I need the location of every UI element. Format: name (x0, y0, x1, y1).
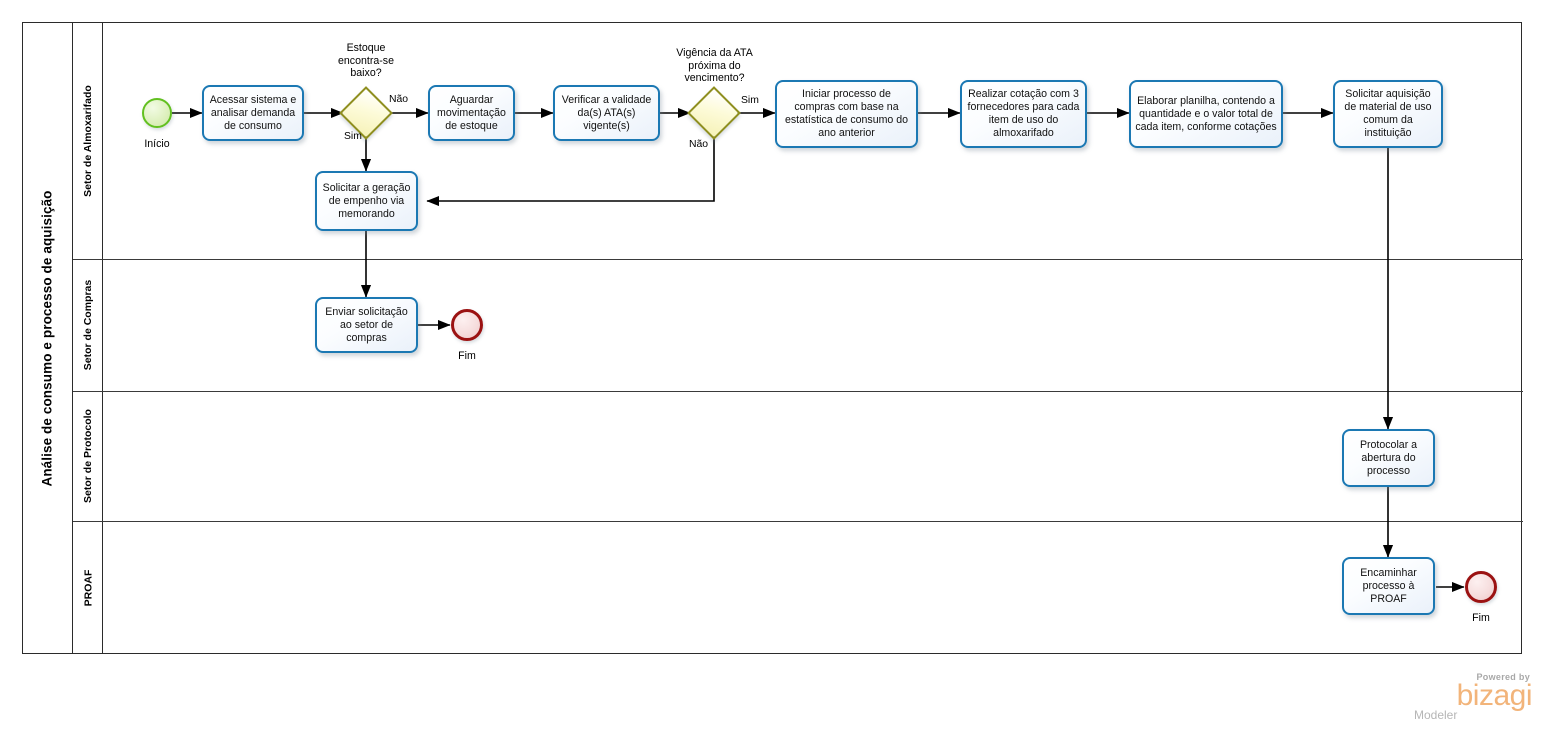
lane-label-text: Setor de Protocolo (82, 409, 94, 503)
task-label: Acessar sistema e analisar demanda de co… (209, 93, 297, 132)
task-aguardar-movimentacao[interactable]: Aguardar movimentação de estoque (428, 85, 515, 141)
task-encaminhar-proaf[interactable]: Encaminhar processo à PROAF (1342, 557, 1435, 615)
task-solicitar-geracao-empenho[interactable]: Solicitar a geração de empenho via memor… (315, 171, 418, 231)
task-label: Enviar solicitação ao setor de compras (325, 305, 408, 344)
bizagi-logo: Powered by bizagi Modeler (1412, 672, 1533, 730)
lane-divider-3 (73, 521, 1523, 522)
task-label: Iniciar processo de compras com base na … (784, 88, 909, 139)
task-label: Aguardar movimentação de estoque (437, 93, 506, 132)
end-event-compras-label: Fim (458, 350, 476, 362)
task-acessar-sistema[interactable]: Acessar sistema e analisar demanda de co… (202, 85, 304, 141)
task-label: Solicitar aquisição de material de uso c… (1344, 88, 1432, 139)
end-event-compras[interactable] (451, 309, 483, 341)
task-label: Encaminhar processo à PROAF (1360, 566, 1417, 605)
flow-label-estoque-nao: Não (389, 94, 409, 105)
task-protocolar-abertura[interactable]: Protocolar a abertura do processo (1342, 429, 1435, 487)
lane-label-text: Setor de Almoxarifado (82, 85, 95, 197)
flow-label-vigencia-nao: Não (689, 139, 709, 150)
gateway-estoque-baixo-label: Estoque encontra-se baixo? (338, 42, 394, 79)
task-label: Realizar cotação com 3 fornecedores para… (967, 88, 1080, 139)
task-solicitar-aquisicao[interactable]: Solicitar aquisição de material de uso c… (1333, 80, 1443, 148)
task-enviar-solicitacao-compras[interactable]: Enviar solicitação ao setor de compras (315, 297, 418, 353)
task-label: Elaborar planilha, contendo a quantidade… (1135, 94, 1277, 133)
gateway-vigencia-ata-label: Vigência da ATA próxima do vencimento? (676, 47, 753, 84)
lane-label-text: Setor de Compras (82, 279, 95, 371)
pool-title-column: Análise de consumo e processo de aquisiç… (23, 23, 73, 653)
pool-title: Análise de consumo e processo de aquisiç… (40, 189, 56, 487)
powered-by-text: Powered by (1476, 672, 1530, 682)
task-realizar-cotacao[interactable]: Realizar cotação com 3 fornecedores para… (960, 80, 1087, 148)
start-event-label: Início (144, 138, 170, 150)
task-elaborar-planilha[interactable]: Elaborar planilha, contendo a quantidade… (1129, 80, 1283, 148)
task-label: Verificar a validade da(s) ATA(s) vigent… (561, 93, 652, 132)
task-iniciar-processo-compras[interactable]: Iniciar processo de compras com base na … (775, 80, 918, 148)
flow-label-vigencia-sim: Sim (741, 95, 759, 106)
end-event-proaf[interactable] (1465, 571, 1497, 603)
lane-label-compras: Setor de Compras (73, 259, 103, 391)
bizagi-wordmark: bizagi (1456, 679, 1533, 712)
lane-label-almoxarifado: Setor de Almoxarifado (73, 23, 103, 259)
task-verificar-validade-ata[interactable]: Verificar a validade da(s) ATA(s) vigent… (553, 85, 660, 141)
task-label: Protocolar a abertura do processo (1359, 438, 1418, 477)
lane-header-column (73, 23, 103, 653)
task-label: Solicitar a geração de empenho via memor… (322, 181, 411, 220)
lane-label-protocolo: Setor de Protocolo (73, 391, 103, 521)
lane-label-proaf: PROAF (73, 521, 103, 655)
lane-divider-2 (73, 391, 1523, 392)
lane-label-text: PROAF (82, 569, 94, 607)
lane-divider-1 (73, 259, 1523, 260)
start-event[interactable] (142, 98, 172, 128)
modeler-text: Modeler (1414, 708, 1458, 722)
flow-label-estoque-sim: Sim (344, 131, 362, 142)
end-event-proaf-label: Fim (1472, 612, 1490, 624)
